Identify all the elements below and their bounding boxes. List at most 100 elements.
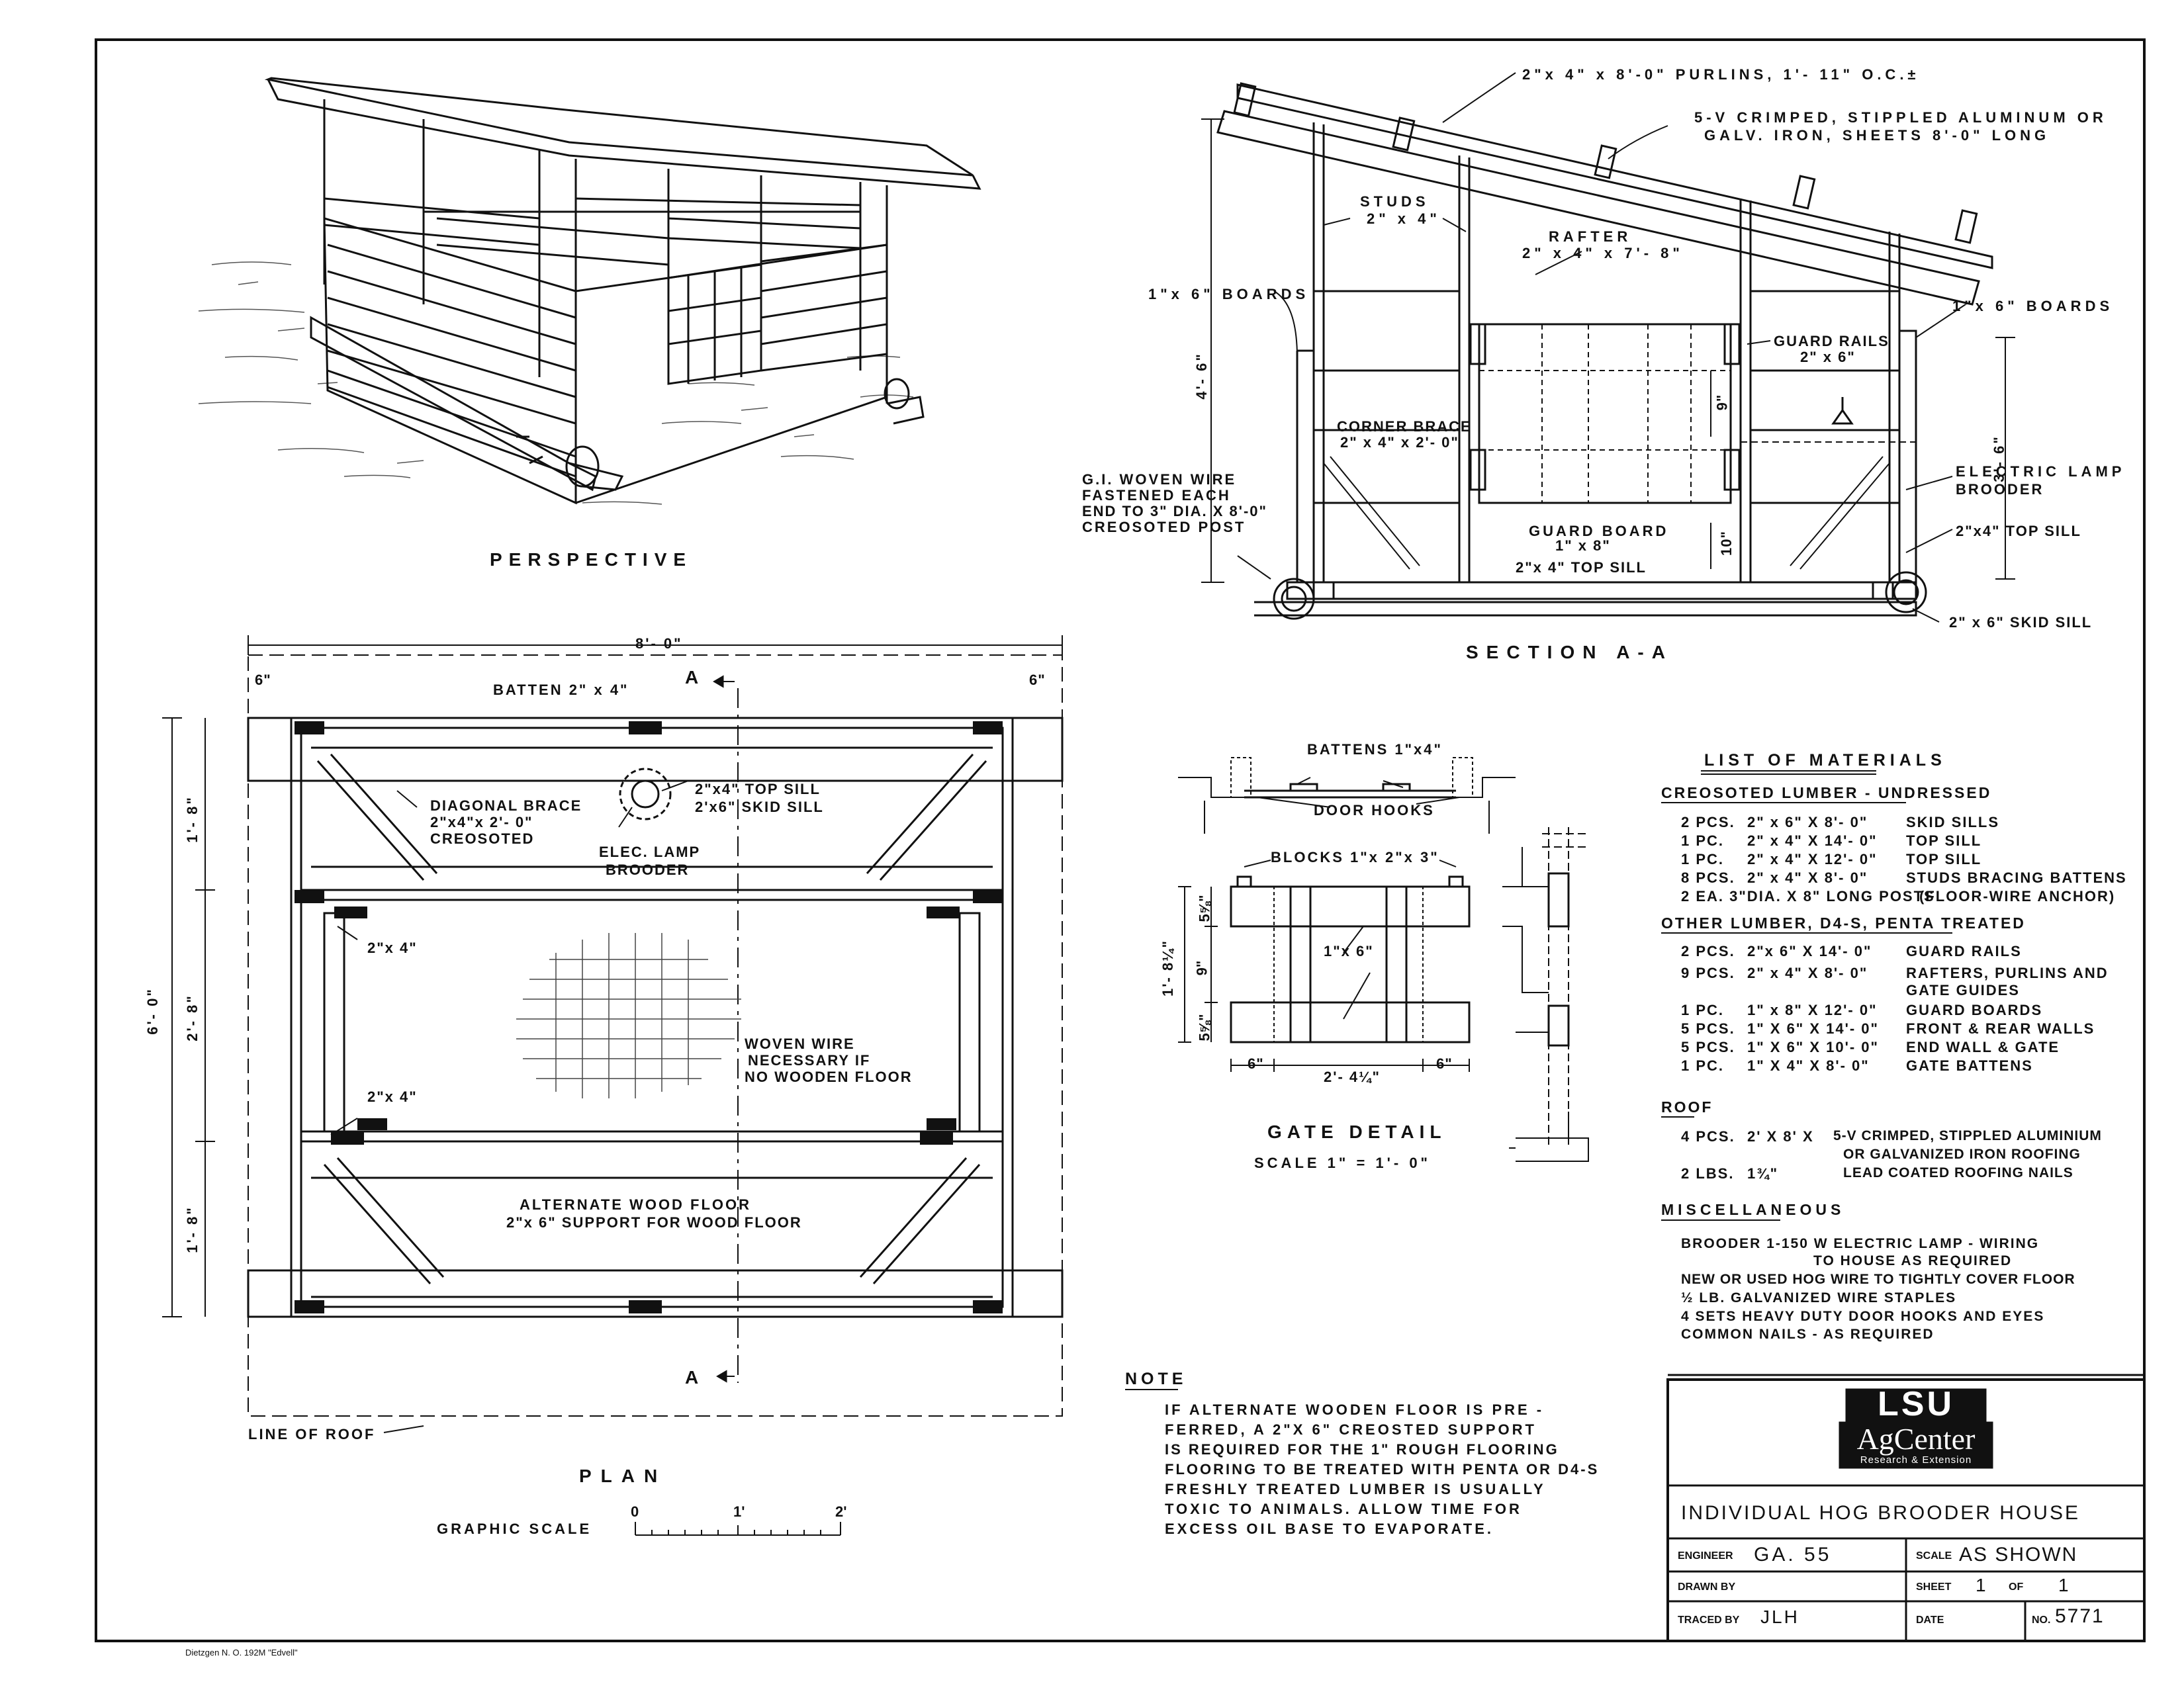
- paper-footer: Dietzgen N. O. 192M "Edvell": [185, 1648, 298, 1658]
- plan-section-mark-bottom: A: [685, 1367, 705, 1388]
- gate-dim-6-left: 6": [1248, 1055, 1264, 1072]
- drawn-by-label: DRAWN BY: [1678, 1581, 1736, 1593]
- section-dim-3-6: 3'- 6": [1990, 435, 2007, 482]
- plan-dim-1-8-bottom: 1'- 8": [183, 1206, 201, 1253]
- section-rafter-label-2: 2" x 4" x 7'- 8": [1522, 245, 1684, 261]
- plan-dim-1-8-top: 1'- 8": [183, 795, 201, 843]
- materials-title: LIST OF MATERIALS: [1704, 751, 1946, 770]
- plan-top-sill-label: 2"x4" TOP SILL: [695, 781, 821, 797]
- misc-line: TO HOUSE AS REQUIRED: [1813, 1253, 2013, 1268]
- section-purlins-label: 2"x 4" x 8'-0" PURLINS, 1'- 11" O.C.±: [1522, 66, 1920, 83]
- gate-dim-middle: 2'- 4¼": [1324, 1069, 1381, 1085]
- material-qty: 2 LBS.: [1681, 1165, 1735, 1182]
- material-desc: FRONT & REAR WALLS: [1906, 1020, 2095, 1037]
- section-top-sill-right-label: 2"x4" TOP SILL: [1956, 523, 2081, 539]
- material-qty: 1 PC.: [1681, 832, 1725, 849]
- material-size: 2" x 4" X 8'- 0": [1747, 965, 1868, 981]
- gate-battens-label: BATTENS 1"x4": [1307, 741, 1443, 758]
- section-top-sill-center-label: 2"x 4" TOP SILL: [1516, 559, 1647, 576]
- traced-by-value: JLH: [1760, 1607, 1799, 1627]
- material-size: 2" x 6" X 8'- 0": [1747, 814, 1868, 830]
- gate-blocks-label: BLOCKS 1"x 2"x 3": [1271, 849, 1439, 865]
- plan-diagonal-brace-label-2: 2"x4"x 2'- 0": [430, 814, 533, 830]
- plan-dim-6-left: 6": [255, 672, 271, 688]
- section-dim-4-6: 4'- 6": [1193, 352, 1210, 400]
- section-guard-board-label-1: GUARD BOARD: [1529, 523, 1669, 539]
- plan-woven-wire-label-2: NECESSARY IF: [748, 1052, 871, 1069]
- plan-dim-2-8: 2'- 8": [183, 994, 201, 1041]
- plan-drawing: [162, 635, 1064, 1536]
- traced-by-label: TRACED BY: [1678, 1615, 1740, 1626]
- plan-woven-wire-label-1: WOVEN WIRE: [745, 1036, 855, 1052]
- material-size: 2" x 4" X 8'- 0": [1747, 869, 1868, 886]
- perspective-title: PERSPECTIVE: [490, 549, 693, 570]
- material-size: 2' X 8' X: [1747, 1128, 1814, 1145]
- note-line: IF ALTERNATE WOODEN FLOOR IS PRE -: [1165, 1401, 1545, 1418]
- material-desc: LEAD COATED ROOFING NAILS: [1843, 1165, 2073, 1180]
- section-skid-sill-label: 2" x 6" SKID SILL: [1949, 614, 2093, 631]
- material-desc: OR GALVANIZED IRON ROOFING: [1843, 1147, 2081, 1162]
- plan-diagonal-brace-label-3: CREOSOTED: [430, 830, 535, 847]
- note-line: FLOORING TO BE TREATED WITH PENTA OR D4-…: [1165, 1461, 1600, 1478]
- material-desc: RAFTERS, PURLINS AND: [1906, 965, 2109, 981]
- title-block-frame: [1666, 1374, 2146, 1642]
- material-desc: STUDS BRACING BATTENS: [1906, 869, 2127, 886]
- plan-dim-width: 8'- 0": [635, 635, 683, 652]
- section-guard-rails-label-1: GUARD RAILS: [1774, 333, 1889, 349]
- logo-lsu: LSU: [1878, 1385, 1954, 1423]
- scale-label: SCALE: [1916, 1550, 1952, 1562]
- misc-line: ½ LB. GALVANIZED WIRE STAPLES: [1681, 1290, 1957, 1306]
- note-line: TOXIC TO ANIMALS. ALLOW TIME FOR: [1165, 1501, 1522, 1517]
- section-wire-label-1: G.I. WOVEN WIRE: [1082, 471, 1237, 488]
- number-value: 5771: [2055, 1605, 2105, 1627]
- gate-dim-9: 9": [1193, 960, 1210, 976]
- gate-title: GATE DETAIL: [1267, 1122, 1447, 1142]
- misc-line: 4 SETS HEAVY DUTY DOOR HOOKS AND EYES: [1681, 1309, 2045, 1324]
- material-size: 1" X 6" X 10'- 0": [1747, 1039, 1879, 1055]
- date-label: DATE: [1916, 1615, 1944, 1626]
- misc-line: BROODER 1-150 W ELECTRIC LAMP - WIRING: [1681, 1236, 2040, 1251]
- plan-2x4-label-b: 2"x 4": [367, 1088, 418, 1105]
- material-qty: 1 PC.: [1681, 851, 1725, 867]
- plan-batten-label: BATTEN 2" x 4": [493, 682, 629, 698]
- plan-line-of-roof-label: LINE OF ROOF: [248, 1426, 376, 1442]
- plan-title: PLAN: [579, 1466, 667, 1486]
- gate-dim-6-right: 6": [1436, 1055, 1453, 1072]
- gate-dim-bottom: 5⅝": [1196, 1014, 1213, 1041]
- plan-alt-floor-label-1: ALTERNATE WOOD FLOOR: [520, 1196, 752, 1213]
- section-guard-rails-label-2: 2" x 6": [1800, 349, 1856, 365]
- section-studs-label-1: STUDS: [1360, 193, 1430, 210]
- section-roofing-label-1: 5-V CRIMPED, STIPPLED ALUMINUM OR: [1694, 109, 2107, 126]
- scale-value: AS SHOWN: [1959, 1544, 2078, 1566]
- material-qty: 8 PCS.: [1681, 869, 1735, 886]
- material-size: 1" X 6" X 14'- 0": [1747, 1020, 1879, 1037]
- material-qty: 2 PCS.: [1681, 943, 1735, 959]
- gate-detail-drawing: [1178, 757, 1589, 1162]
- material-size: 1" X 4" X 8'- 0": [1747, 1057, 1870, 1074]
- materials-creosoted-heading: CREOSOTED LUMBER - UNDRESSED: [1661, 784, 1992, 801]
- section-drawing: [1201, 72, 2015, 623]
- section-corner-brace-label-2: 2" x 4" x 2'- 0": [1340, 434, 1459, 451]
- section-studs-label-2: 2" x 4": [1367, 210, 1441, 227]
- section-lamp-label-2: BROODER: [1956, 481, 2044, 498]
- gate-dim-height: 1'- 8¼": [1159, 940, 1176, 996]
- materials-other-heading: OTHER LUMBER, D4-S, PENTA TREATED: [1661, 914, 2026, 932]
- gate-dim-top: 5⅝": [1196, 895, 1213, 922]
- material-qty: 1 PC.: [1681, 1002, 1725, 1018]
- material-qty: 1 PC.: [1681, 1057, 1725, 1074]
- section-dim-10: 10": [1717, 531, 1735, 556]
- of-label: OF: [2009, 1581, 2024, 1593]
- plan-alt-floor-label-2: 2"x 6" SUPPORT FOR WOOD FLOOR: [506, 1214, 802, 1231]
- misc-line: COMMON NAILS - AS REQUIRED: [1681, 1327, 1934, 1342]
- section-rafter-label-1: RAFTER: [1549, 228, 1632, 245]
- logo-agcenter: AgCenter: [1856, 1422, 1976, 1456]
- of-value: 1: [2058, 1575, 2069, 1595]
- section-roofing-label-2: GALV. IRON, SHEETS 8'-0" LONG: [1704, 127, 2050, 144]
- material-desc: (FLOOR-WIRE ANCHOR): [1919, 888, 2116, 905]
- note-line: IS REQUIRED FOR THE 1" ROUGH FLOORING: [1165, 1441, 1559, 1458]
- misc-line: NEW OR USED HOG WIRE TO TIGHTLY COVER FL…: [1681, 1272, 2075, 1287]
- section-wire-label-4: CREOSOTED POST: [1082, 519, 1246, 535]
- plan-scale-0: 0: [631, 1503, 639, 1520]
- plan-scale-2: 2': [835, 1503, 847, 1520]
- material-desc: GATE GUIDES: [1906, 982, 2020, 998]
